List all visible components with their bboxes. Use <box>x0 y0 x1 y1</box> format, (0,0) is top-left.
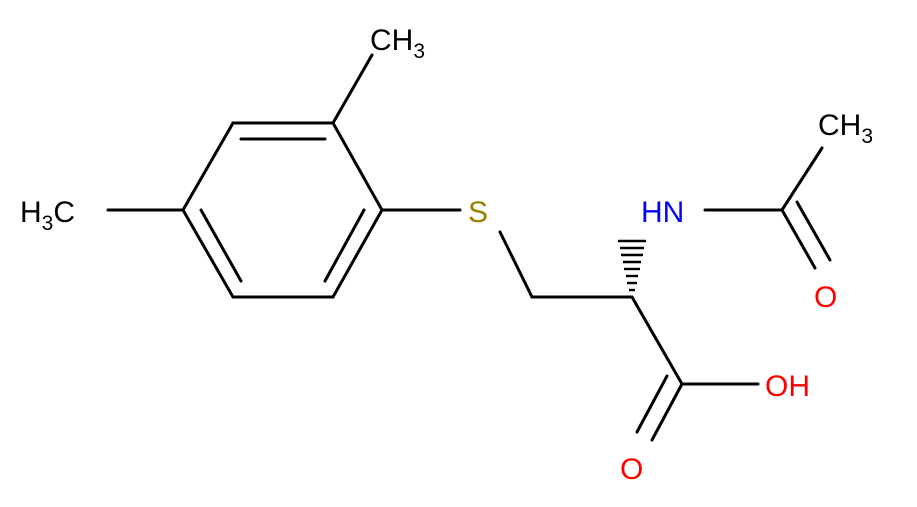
amide-c-o-double-1 <box>780 208 817 270</box>
ring-bond-1 <box>331 121 384 212</box>
bonds <box>106 53 832 442</box>
carbonyl-methyl-bond <box>780 146 824 212</box>
methyl-bond-top <box>331 53 374 125</box>
c-o-double-1 <box>650 382 684 442</box>
c-o-double-2 <box>635 374 669 434</box>
ring-bond-4 <box>181 208 235 299</box>
methyl-label-acetyl: CH3 <box>818 109 873 148</box>
amide-c-o-double-2 <box>795 200 832 262</box>
nitrogen-atom-label: HN <box>641 196 684 229</box>
ring-inner-bond-b <box>199 208 243 283</box>
methyl-label-left: H3C <box>20 196 75 235</box>
hashed-wedge-bond <box>618 239 646 292</box>
ring-bond-6 <box>331 208 384 299</box>
ring-inner-bond-c <box>323 208 366 283</box>
carbonyl-oxygen-label: O <box>620 453 643 486</box>
methyl-label-top: CH3 <box>370 24 425 63</box>
sulfur-atom-label: S <box>468 196 488 229</box>
ring-bond-3 <box>181 121 235 212</box>
s-ch2-bond <box>498 230 534 299</box>
calpha-ccooh-bond <box>630 295 684 386</box>
amide-oxygen-label: O <box>814 281 837 314</box>
hydroxyl-label: OH <box>765 370 810 403</box>
